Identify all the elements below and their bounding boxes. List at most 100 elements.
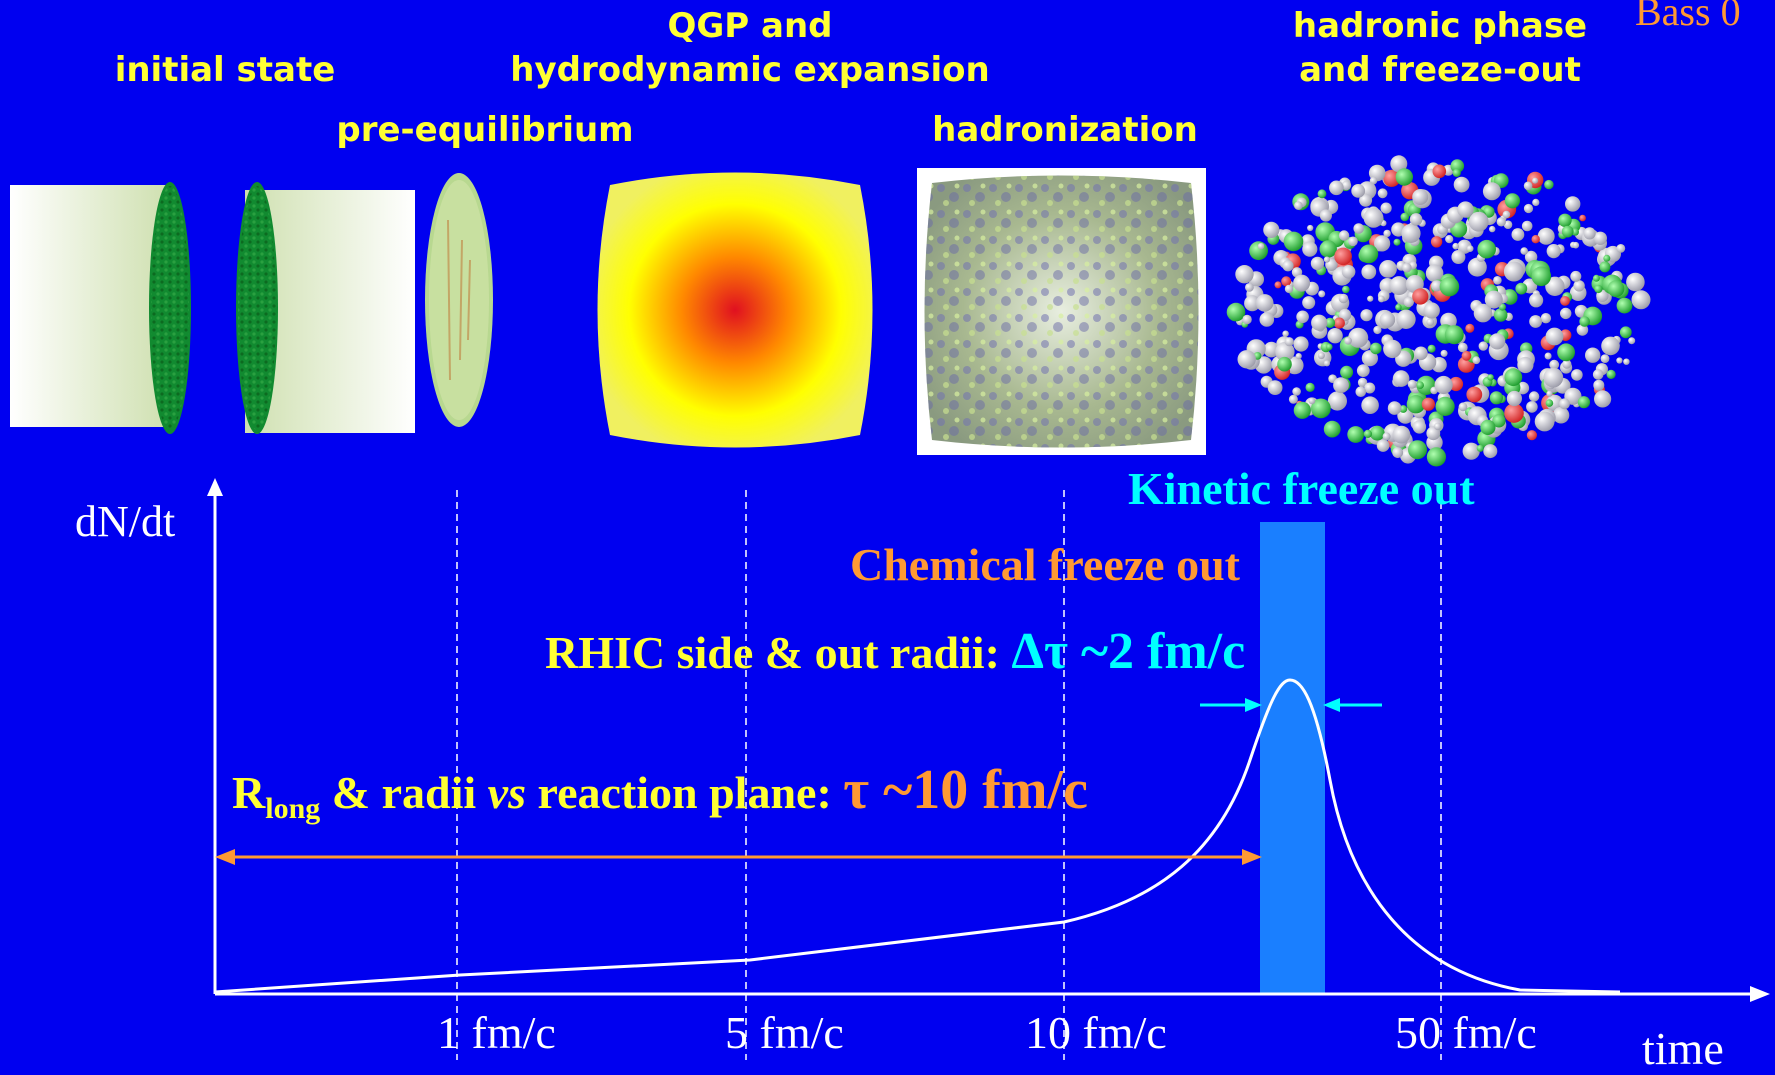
hadron-particle [1448,376,1464,392]
hadron-particle [1293,336,1309,352]
hadron-particle [1487,374,1494,381]
hadron-particle [1526,430,1537,441]
hadron-particle [1423,302,1440,319]
hadron-particle [1414,346,1428,361]
label-hadronization: hadronization [932,110,1198,150]
hadron-particle [1440,349,1448,357]
hadron-particle [1572,241,1580,249]
hadron-particle [1406,395,1426,414]
hadron-particle [1347,426,1365,443]
hadron-particle [1489,225,1496,233]
hadron-particle [1380,202,1392,214]
hadron-particle [1294,201,1303,210]
hadron-particle [1435,396,1455,416]
hadron-particle [1263,341,1280,358]
hadron-particle [1573,280,1585,292]
hadron-particle [1593,231,1608,245]
hadron-particle [1412,189,1429,205]
hadron-particle [1504,403,1524,423]
freeze-out-band [1260,522,1325,994]
hadron-particle [1430,236,1443,248]
hadron-particle [1308,397,1316,405]
hadron-particle [1462,442,1480,460]
hadron-particle [1482,182,1501,201]
hadron-particle [1370,342,1382,355]
hadron-particle [1416,381,1424,390]
rlong-text-2: reaction plane: [525,767,832,818]
hadron-gas-icon [1226,155,1651,467]
hadron-particle [1466,245,1474,253]
hadron-particle [1307,224,1314,232]
colliding-nuclei-icon [10,182,415,434]
hadron-particle [1623,358,1630,365]
hadron-particle [1616,297,1633,314]
hadron-particle [1242,314,1252,325]
hadron-particle [1302,241,1318,257]
hadron-particle [1277,356,1292,372]
hadron-particle [1284,284,1294,294]
hadron-particle [1467,257,1487,277]
hadron-particle [1255,294,1274,312]
hadronization-texture-icon [917,168,1206,455]
tick-label: 10 fm/c [1025,1007,1167,1058]
hadron-particle [1546,244,1561,259]
hadron-particle [1275,342,1295,362]
hadron-particle [1257,243,1265,250]
hadron-particle [1311,398,1331,419]
hadron-particle [1461,350,1472,361]
hadron-particle [1489,391,1503,405]
hadron-particle [1579,214,1586,222]
hadron-particle [1594,284,1603,294]
rlong-text-1: & radii [320,767,488,818]
hadron-particle [1341,180,1352,191]
hadron-particle [1506,390,1522,407]
hadron-particle [1338,293,1349,304]
hadron-particle [1378,295,1385,303]
hadron-particle [1465,323,1475,333]
hadron-particle [1374,235,1391,252]
hadron-particle [1267,380,1283,395]
hadron-particle [1562,359,1572,369]
label-hadronic-line2: and freeze-out [1299,50,1581,90]
hadron-particle [1576,324,1589,336]
hadron-particle [1356,364,1370,377]
hadron-particle [1383,339,1402,359]
hadron-particle [1502,210,1511,219]
hadron-particle [1477,239,1496,259]
hadron-particle [1534,411,1555,432]
hadron-particle [1523,181,1533,191]
hadron-particle [1517,356,1534,374]
y-axis-arrow [207,478,223,496]
hadron-particle [1480,419,1496,435]
hadron-particle [1515,282,1528,295]
hadron-particle [1545,327,1564,346]
hadron-particle [1323,256,1330,263]
hadron-particle [1532,198,1540,206]
hadron-particle [1531,235,1540,244]
hadron-particle [1351,184,1366,198]
hadron-particle [1593,379,1605,391]
hadron-particle [1439,276,1460,297]
hadron-particle [1393,238,1401,246]
hadron-particle [1282,260,1294,272]
hadron-particle [1543,367,1564,388]
hadron-particle [1326,343,1333,351]
hadron-particle [1341,265,1356,279]
hadron-particle [1383,169,1401,187]
hadron-particle [1274,281,1282,289]
hadron-particle [1552,406,1570,424]
hadron-particle [1363,429,1372,438]
hadron-particle [1601,336,1620,356]
hadron-particle [1412,420,1427,434]
hadron-particle [1570,270,1582,282]
hadron-particle [1348,236,1358,247]
label-qgp-line2: hydrodynamic expansion [510,50,990,90]
hadron-particle [1616,357,1623,364]
hadron-particle [1395,304,1402,311]
tick-label: 1 fm/c [437,1007,556,1058]
hadron-particle [1453,176,1470,193]
hadron-particle [1434,375,1453,395]
hadron-particle [1363,207,1384,228]
hadron-particle [1284,337,1294,347]
